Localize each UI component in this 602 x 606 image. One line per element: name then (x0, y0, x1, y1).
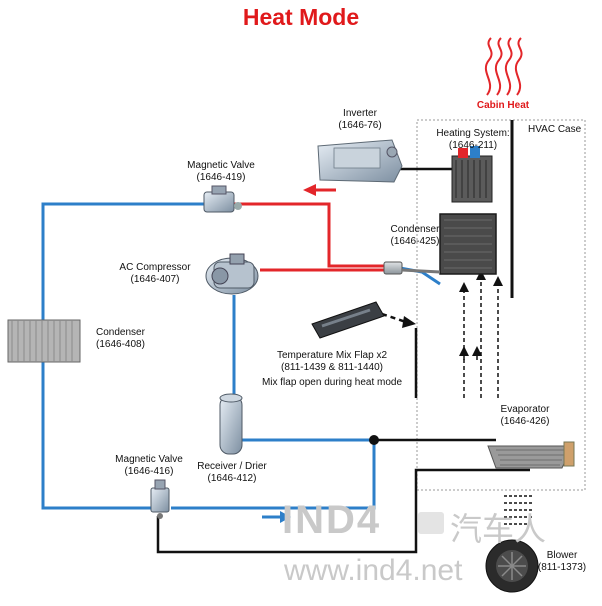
inverter-part: (1646-76) (338, 120, 382, 131)
coolant-lines (156, 167, 530, 554)
page-title: Heat Mode (242, 4, 360, 30)
evaporator-name: Evaporator (500, 404, 550, 415)
temp-mix-flap-icon (311, 301, 385, 339)
condenser-left-part: (1646-408) (96, 339, 145, 350)
condenser-left-label: Condenser (1646-408) (96, 327, 145, 351)
temp-mix-flap-part: (811-1439 & 811-1440) (281, 362, 383, 373)
cabin-heat-label: Cabin Heat (476, 100, 530, 111)
magnetic-valve-bottom-name: Magnetic Valve (115, 454, 183, 465)
magnetic-valve-top-icon (203, 185, 242, 213)
receiver-drier-label: Receiver / Drier (1646-412) (190, 461, 274, 485)
magnetic-valve-top-label: Magnetic Valve (1646-419) (176, 160, 266, 184)
receiver-drier-part: (1646-412) (207, 473, 257, 484)
heating-system-name: Heating System: (436, 128, 510, 139)
watermark-logo-text: IND4 (282, 498, 382, 542)
heat-waves-icon (484, 37, 523, 96)
hvac-case-label: HVAC Case (528, 124, 582, 135)
evaporator-part: (1646-426) (500, 416, 550, 427)
evaporator-icon (487, 441, 575, 469)
receiver-drier-icon (219, 393, 243, 455)
magnetic-valve-bottom-icon (150, 479, 170, 519)
junction-dot (369, 435, 379, 445)
condenser-hvac-icon (383, 213, 497, 275)
blower-label: Blower (811-1373) (534, 550, 590, 574)
mix-flap-arrow (381, 312, 407, 324)
ac-compressor-icon (205, 253, 259, 295)
airflow-arrows (463, 276, 499, 398)
blower-icon (485, 539, 539, 593)
condenser-left-name: Condenser (96, 327, 145, 338)
inverter-name: Inverter (343, 108, 377, 119)
magnetic-valve-top-part: (1646-419) (196, 172, 246, 183)
magnetic-valve-top-name: Magnetic Valve (187, 160, 255, 171)
receiver-drier-name: Receiver / Drier (197, 461, 267, 472)
heating-system-part: (1646-211) (448, 140, 498, 151)
blower-part: (811-1373) (537, 562, 587, 573)
inverter-icon (317, 139, 403, 183)
ac-compressor-name: AC Compressor (119, 262, 191, 273)
condenser-hvac-label: Condenser (1646-425) (380, 224, 450, 248)
heating-system-label: Heating System: (1646-211) (428, 128, 518, 152)
condenser-left-icon (7, 319, 81, 363)
temp-mix-flap-note: Mix flap open during heat mode (261, 377, 403, 388)
magnetic-valve-bottom-label: Magnetic Valve (1646-416) (104, 454, 194, 478)
watermark-url-text: www.ind4.net (284, 554, 463, 587)
hot-refrigerant-lines (234, 202, 384, 272)
watermark-logo-icon (418, 512, 444, 534)
magnetic-valve-bottom-part: (1646-416) (124, 466, 174, 477)
heating-system-icon (451, 146, 493, 203)
hvac-case-box (416, 119, 586, 491)
ac-compressor-part: (1646-407) (130, 274, 180, 285)
watermark-cn-text: 汽车人 (450, 510, 547, 548)
temp-mix-flap-name: Temperature Mix Flap x2 (276, 350, 388, 361)
evaporator-label: Evaporator (1646-426) (490, 404, 560, 428)
blower-name: Blower (546, 550, 578, 561)
inverter-label: Inverter (1646-76) (330, 108, 390, 132)
temp-mix-flap-label: Temperature Mix Flap x2 (811-1439 & 811-… (252, 350, 412, 389)
condenser-hvac-name: Condenser (390, 224, 440, 235)
condenser-hvac-part: (1646-425) (390, 236, 440, 247)
ac-compressor-label: AC Compressor (1646-407) (110, 262, 200, 286)
